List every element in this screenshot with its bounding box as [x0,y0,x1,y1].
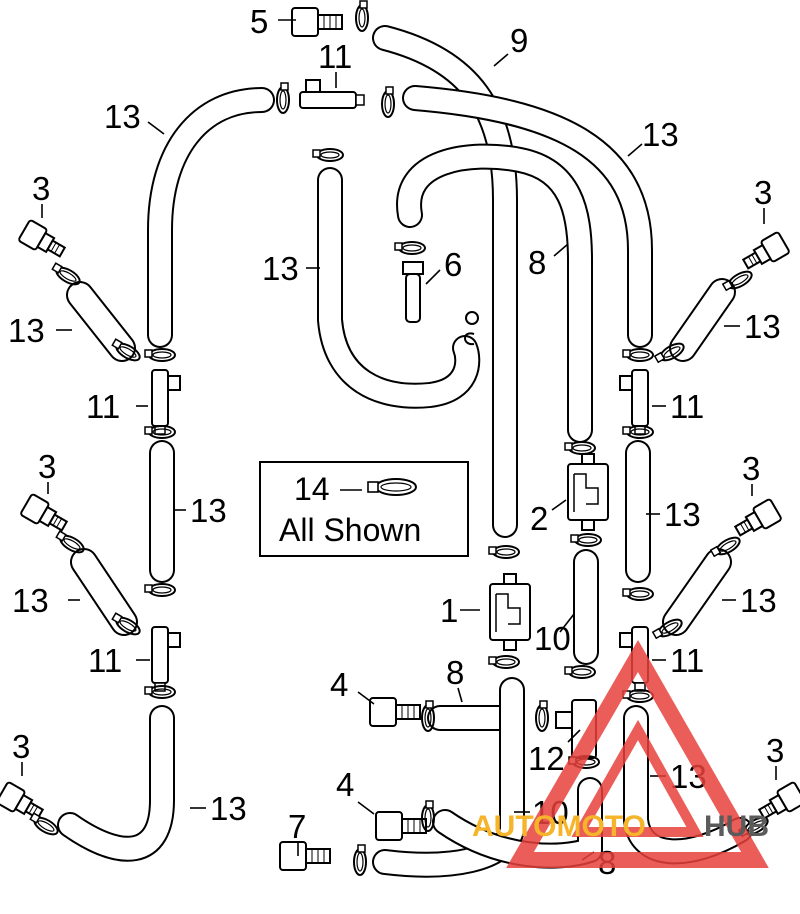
callout-10-top: 10 [534,620,571,657]
callout-9: 9 [510,22,528,59]
callout-11-left-2: 11 [88,642,122,679]
clamp [488,655,520,669]
hose-13-left-2 [70,548,138,636]
clamp [622,348,654,362]
clamp [53,529,88,557]
clamp [49,261,84,289]
callout-7: 7 [288,808,306,845]
hose-13-mid [317,167,481,409]
clamp [622,689,654,703]
elbow-fitting-4-top [369,697,421,727]
callout-8-mid: 8 [528,244,546,281]
callout-11-right-1: 11 [670,388,704,425]
elbow-fitting-5 [291,7,343,37]
callout-13-mid: 13 [262,250,299,287]
clamp [721,267,756,295]
callout-13-top-right: 13 [642,116,679,153]
callout-2: 2 [530,500,548,537]
clamp [570,533,602,547]
fitting-3-right-2 [730,497,783,543]
callout-11-right-2: 11 [670,642,704,679]
clamp [535,700,549,732]
callout-3-left-3: 3 [12,728,30,765]
clamp [622,587,654,601]
clamp [27,811,62,839]
legend-box: 14 All Shown [259,461,469,557]
clamp [488,545,520,559]
callout-6: 6 [444,246,462,283]
small-clip [464,311,479,346]
hose-13-right-1 [669,278,736,362]
callout-3-left-1: 3 [32,170,50,207]
filter-2 [567,453,609,531]
callout-13-bottom-left: 13 [210,790,247,827]
callout-3-right-3: 3 [766,732,784,769]
clamp [564,665,596,679]
hose-10-bottom [372,677,525,878]
tee-fitting-11-right-1 [619,369,649,435]
callout-13-right-1: 13 [744,308,781,345]
callout-4-bottom: 4 [336,766,354,803]
fitting-3-left-1 [17,218,70,264]
clamp [144,348,176,362]
callout-8-bottom-mid: 8 [446,654,464,691]
callout-4-top: 4 [330,666,348,703]
clamp [353,844,367,876]
watermark-text-prefix: AUTOMOTO [472,810,646,843]
callout-13-top-left: 13 [104,98,141,135]
fitting-3-right-1 [738,230,791,276]
legend-clamp-icon [367,478,417,496]
tee-fitting-11-left-1 [151,369,181,435]
clamp [564,441,596,455]
callout-11-top: 11 [318,38,352,75]
hose-13-bottom-left [57,705,175,862]
tee-fitting-11-top [299,79,365,109]
hose-13-bottom-right [623,705,753,865]
clamp [355,0,369,32]
callout-13-left-1: 13 [8,312,45,349]
callout-13-left-2: 13 [12,582,49,619]
filter-1 [489,573,531,651]
callout-13-col-left: 13 [190,492,227,529]
automotohub-watermark-logo: AUTOMOTO HUB [472,639,769,868]
callout-3-right-2: 3 [742,450,760,487]
hose-13-right-2 [662,548,732,636]
legend-item-number: 14 [294,471,330,507]
hose-13-top-right [402,85,653,348]
elbow-fitting-7 [279,841,331,871]
leader-lines [21,19,777,861]
callout-11-left-1: 11 [86,388,120,425]
callout-5: 5 [250,3,268,40]
watermark-text-suffix: HUB [704,810,769,843]
callout-13-right-2: 13 [740,582,777,619]
callout-3-left-2: 3 [38,448,56,485]
hose-8-mid [396,143,593,443]
clamp [144,583,176,597]
clamp [312,148,344,162]
clamp [421,800,435,832]
callout-12: 12 [528,740,565,777]
clamp [394,241,426,255]
hose-13-top-left [147,87,275,348]
legend-item-label: All Shown [279,512,421,548]
fitting-3-left-2 [19,492,72,538]
callout-13-col-right: 13 [664,496,701,533]
tee-fitting-11-left-2 [151,626,181,692]
callout-1: 1 [440,592,458,629]
elbow-fitting-4-bottom [375,811,427,841]
barbed-fitting-6 [402,261,424,323]
callout-labels: 5 11 9 13 13 3 3 13 6 8 13 13 11 11 3 3 … [8,3,784,881]
callout-3-right-1: 3 [754,174,772,211]
clamp [381,86,395,118]
clamp [276,82,290,114]
